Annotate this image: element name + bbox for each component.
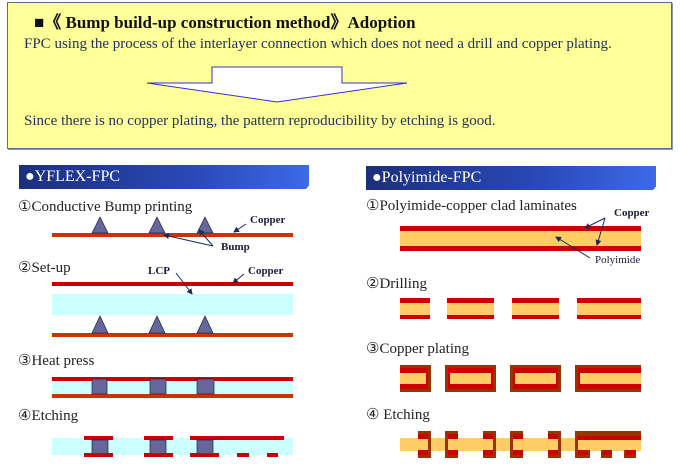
polyimide-core: [580, 373, 641, 384]
yflex-step2-diagram: [52, 272, 293, 337]
polyimide-fpc-header: ●Polyimide-FPC: [366, 166, 656, 190]
polyimide-step-4-label: ④ Etching: [366, 407, 430, 423]
polyimide-step4-diagram: [400, 431, 641, 458]
polyimide-core: [450, 373, 491, 384]
banner-line-1: FPC using the process of the interlayer …: [24, 36, 612, 52]
polyimide-core: [577, 303, 641, 315]
polyimide-core: [400, 303, 430, 315]
polyimide-step2-diagram: [400, 298, 641, 319]
polyimide-step1-diagram: [400, 217, 641, 259]
yflex-step-4-label: ④Etching: [18, 408, 79, 424]
yflex-step3-diagram: [52, 377, 293, 398]
down-arrow-icon: [146, 66, 408, 103]
polyimide-step-1-label: ①Polyimide-copper clad laminates: [366, 198, 577, 214]
polyimide-core: [512, 303, 559, 315]
bump-label: Bump: [221, 241, 250, 253]
polyimide-core: [400, 373, 426, 384]
polyimide-core: [447, 303, 494, 315]
copper-label: Copper: [250, 214, 286, 226]
banner-line-2: Since there is no copper plating, the pa…: [24, 113, 496, 129]
polyimide-label: Polyimide: [595, 254, 641, 266]
yflex-step4-diagram: [52, 436, 293, 457]
yflex-step-2-label: ②Set-up: [18, 260, 71, 276]
polyimide-step-3-label: ③Copper plating: [366, 341, 470, 357]
banner-title: ■《 Bump build-up construction method》Ado…: [34, 13, 416, 32]
lcp-label: LCP: [148, 265, 170, 277]
polyimide-step-2-label: ②Drilling: [366, 276, 427, 292]
yflex-step-1-label: ①Conductive Bump printing: [18, 199, 193, 215]
yflex-step1-diagram: [52, 216, 293, 247]
polyimide-core: [515, 373, 556, 384]
yflex-fpc-header: ●YFLEX-FPC: [19, 165, 309, 189]
polyimide-step3-diagram: [400, 365, 641, 392]
yflex-step-3-label: ③Heat press: [18, 353, 95, 369]
copper-label: Copper: [614, 207, 650, 219]
copper-label: Copper: [248, 265, 284, 277]
